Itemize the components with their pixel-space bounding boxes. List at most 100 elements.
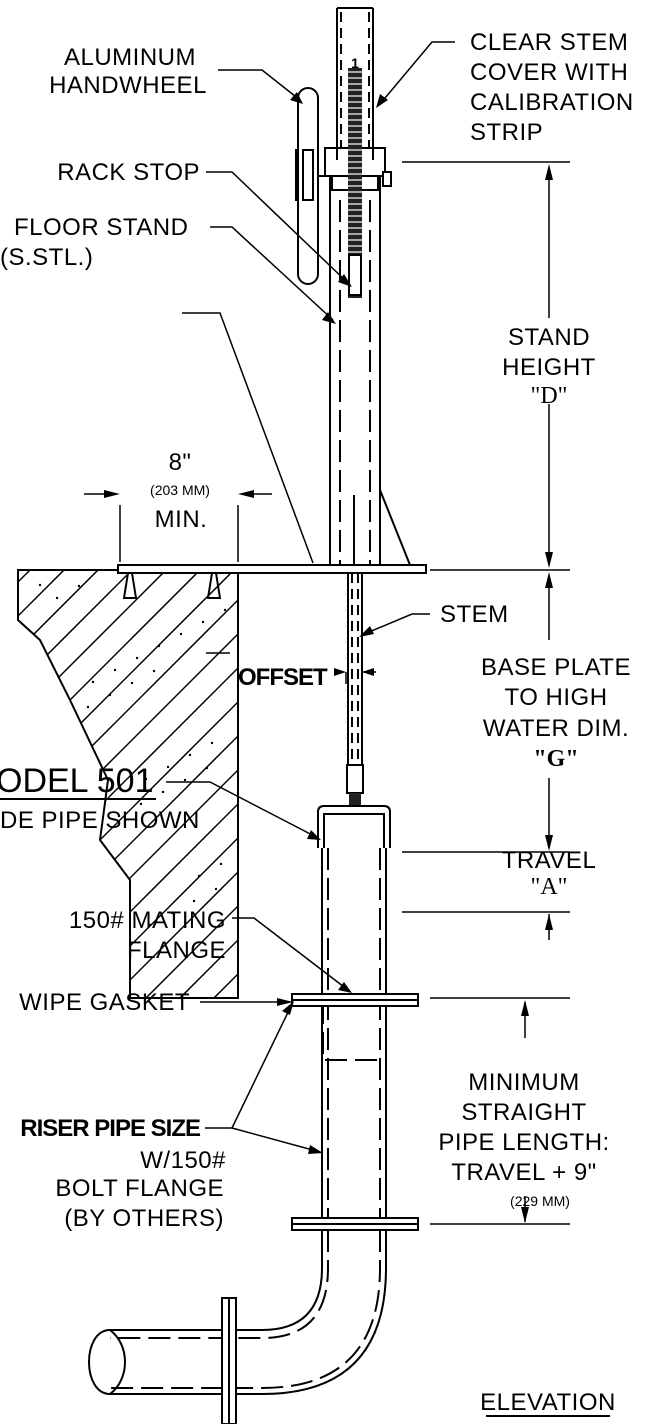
svg-text:RISER PIPE SIZE: RISER PIPE SIZE <box>20 1115 201 1142</box>
svg-text:PIPE LENGTH:: PIPE LENGTH: <box>438 1129 609 1156</box>
dimension-lines <box>84 161 570 1225</box>
concrete-hatch-line <box>552 560 647 1000</box>
concrete-hatch-line <box>518 560 647 1000</box>
concrete-hatch-line <box>18 570 238 998</box>
svg-text:FLANGE: FLANGE <box>127 937 226 964</box>
svg-text:STRIP: STRIP <box>470 119 543 146</box>
concrete-hatch-line <box>143 570 238 998</box>
concrete-aggregate-dot <box>42 729 46 733</box>
svg-text:"D": "D" <box>531 383 568 409</box>
concrete-aggregate-dot <box>188 753 192 757</box>
svg-text:CLEAR STEM: CLEAR STEM <box>470 29 628 56</box>
concrete-hatch-line <box>620 560 647 1000</box>
label-riser-pipe-size: RISER PIPE SIZE W/150# BOLT FLANGE (BY O… <box>20 1115 226 1232</box>
concrete-hatch-line <box>177 570 238 998</box>
svg-text:HEIGHT: HEIGHT <box>502 354 596 381</box>
label-base-plate-high-water: BASE PLATE TO HIGH WATER DIM. "G" <box>481 654 630 772</box>
concrete-aggregate-dot <box>64 717 68 721</box>
concrete-aggregate-dot <box>51 850 55 854</box>
svg-text:COVER WITH: COVER WITH <box>470 59 628 86</box>
concrete-aggregate-dot <box>104 947 108 951</box>
svg-text:ELEVATION: ELEVATION <box>480 1389 616 1416</box>
concrete-hatch-line <box>18 570 143 998</box>
concrete-aggregate-dot <box>77 584 81 588</box>
concrete-aggregate-dot <box>55 596 59 600</box>
svg-text:(BY OTHERS): (BY OTHERS) <box>64 1205 224 1232</box>
concrete-hatch-line <box>18 570 211 998</box>
svg-text:CALIBRATION: CALIBRATION <box>470 89 634 116</box>
concrete-aggregate-dot <box>223 608 227 612</box>
svg-text:TRAVEL + 9": TRAVEL + 9" <box>451 1159 596 1186</box>
label-wipe-gasket: WIPE GASKET <box>19 989 190 1016</box>
svg-text:"G": "G" <box>533 746 578 772</box>
label-offset: OFFSET <box>238 664 328 691</box>
concrete-aggregate-dot <box>144 777 148 781</box>
svg-text:(203 MM): (203 MM) <box>150 482 210 498</box>
concrete-aggregate-dot <box>161 790 165 794</box>
concrete-aggregate-dot <box>201 620 205 624</box>
clear-stem-cover <box>336 7 374 298</box>
concrete-aggregate-dot <box>86 705 90 709</box>
lower-flange <box>291 1217 419 1231</box>
svg-text:FLOOR STAND: FLOOR STAND <box>14 214 188 241</box>
label-stem: STEM <box>440 601 509 628</box>
concrete-aggregate-dot <box>152 669 156 673</box>
label-floor-stand: FLOOR STAND (S.STL.) <box>0 214 188 271</box>
svg-text:"A": "A" <box>531 874 568 900</box>
svg-text:MINIMUM: MINIMUM <box>468 1069 579 1096</box>
concrete-aggregate-dot <box>73 838 77 842</box>
svg-text:STRAIGHT: STRAIGHT <box>461 1099 586 1126</box>
leader-lines <box>166 41 455 1154</box>
svg-text:ALUMINUM: ALUMINUM <box>64 44 196 71</box>
concrete-hatch-line <box>18 570 238 998</box>
label-mating-flange: 150# MATING FLANGE <box>69 907 226 964</box>
label-clear-stem-cover: CLEAR STEM COVER WITH CALIBRATION STRIP <box>470 29 634 146</box>
cover-marker: 1 <box>351 55 359 71</box>
svg-text:DE PIPE SHOWN: DE PIPE SHOWN <box>0 807 200 834</box>
concrete-aggregate-dot <box>113 668 117 672</box>
concrete-aggregate-dot <box>166 765 170 769</box>
label-elevation: ELEVATION <box>480 1389 616 1417</box>
svg-text:WATER DIM.: WATER DIM. <box>483 715 629 742</box>
concrete-hatch-line <box>18 570 177 998</box>
concrete-aggregate-dot <box>183 778 187 782</box>
svg-text:(S.STL.): (S.STL.) <box>0 244 93 271</box>
concrete-aggregate-dot <box>205 766 209 770</box>
concrete-aggregate-dot <box>157 644 161 648</box>
concrete-hatch-line <box>211 570 238 998</box>
concrete-aggregate-dot <box>117 814 121 818</box>
concrete-hatch-line <box>75 570 238 998</box>
upper-pipe <box>321 848 387 1218</box>
label-min-straight: MINIMUM STRAIGHT PIPE LENGTH: TRAVEL + 9… <box>438 1069 609 1209</box>
concrete-aggregate-dot <box>60 971 64 975</box>
svg-text:BOLT FLANGE: BOLT FLANGE <box>55 1175 224 1202</box>
concrete-hatch-line <box>382 560 647 1000</box>
concrete-aggregate-dot <box>135 656 139 660</box>
concrete-aggregate-dot <box>170 911 174 915</box>
concrete-aggregate-dot <box>82 959 86 963</box>
concrete-aggregate-dot <box>91 680 95 684</box>
concrete-aggregate-dot <box>148 923 152 927</box>
svg-text:TRAVEL: TRAVEL <box>502 847 597 874</box>
concrete-aggregate-dot <box>38 583 42 587</box>
concrete-aggregate-dot <box>210 741 214 745</box>
svg-text:TO HIGH: TO HIGH <box>504 684 607 711</box>
concrete-aggregate-dot <box>219 862 223 866</box>
label-aluminum-handwheel: ALUMINUM HANDWHEEL <box>49 44 206 99</box>
label-eight-inch: 8" (203 MM) MIN. <box>150 449 210 533</box>
stem <box>346 495 364 805</box>
label-travel: TRAVEL "A" <box>502 847 597 900</box>
base-plate <box>117 564 427 599</box>
label-rack-stop: RACK STOP <box>57 159 200 186</box>
concrete-aggregate-dot <box>179 632 183 636</box>
label-stand-height: STAND HEIGHT "D" <box>502 324 596 409</box>
svg-text:ODEL 501: ODEL 501 <box>0 762 154 800</box>
aluminum-handwheel <box>297 87 319 285</box>
concrete-aggregate-dot <box>214 887 218 891</box>
mating-flange <box>291 993 419 1007</box>
svg-text:W/150#: W/150# <box>140 1147 226 1174</box>
concrete-aggregate-dot <box>139 802 143 806</box>
concrete-aggregate-dot <box>108 693 112 697</box>
concrete-aggregate-dot <box>99 972 103 976</box>
